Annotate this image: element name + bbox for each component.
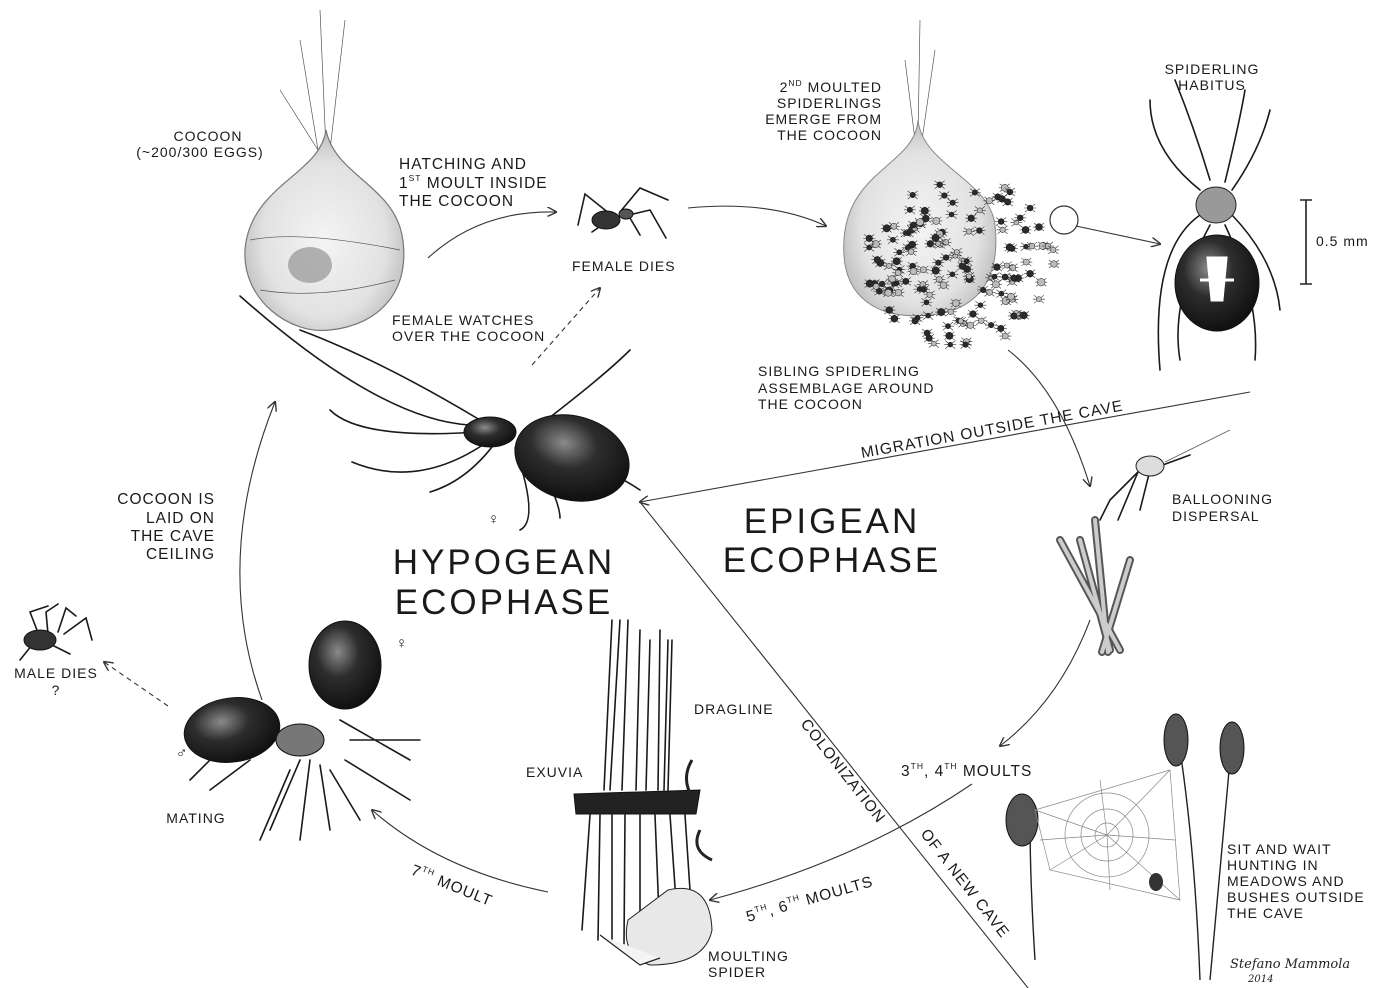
spiderling-mark [943, 332, 955, 340]
spiderling-mark [995, 218, 1007, 226]
label-colonization-1: COLONIZATION [797, 716, 889, 827]
label-cocoon-eggs: (~200/300 EGGS) [136, 144, 263, 160]
spiderling-mark [1035, 278, 1047, 286]
label-sit-wait-4: BUSHES OUTSIDE [1227, 889, 1365, 905]
arrow-migration [640, 392, 1250, 502]
label-emerge-3: EMERGE FROM [765, 111, 882, 127]
spiderling-mark [1033, 223, 1045, 231]
mating-spiders-illustration [180, 621, 420, 840]
spiderling-mark [942, 322, 954, 330]
label-exuvia: EXUVIA [526, 764, 583, 780]
arrow-male-dies [104, 662, 168, 706]
label-cocoon-laid-3: THE CAVE [131, 528, 215, 545]
spiderling-mark [1024, 270, 1036, 278]
label-ballooning-2: DISPERSAL [1172, 508, 1260, 524]
female-symbol-mating: ♀ [396, 635, 409, 652]
label-hypogean-1: HYPOGEAN [393, 543, 615, 582]
spiderling-mark [974, 301, 986, 309]
label-moults-34: 3TH, 4TH MOULTS [901, 761, 1032, 780]
signature-name: Stefano Mammola [1230, 957, 1350, 972]
label-hatching-2: 1ST MOULT INSIDE [399, 173, 548, 192]
label-male-dies-q: ? [52, 682, 61, 698]
arrow-to-cocoon-laid [240, 402, 275, 700]
hatchling-spider [578, 188, 668, 238]
cocoon-illustration [245, 10, 404, 330]
female-symbol-top: ♀ [488, 511, 501, 528]
label-emerge-2: SPIDERLINGS [777, 95, 882, 111]
spiderling-mark [1026, 242, 1038, 250]
label-sit-wait-5: THE CAVE [1227, 905, 1304, 921]
label-sibling-1: SIBLING SPIDERLING [758, 363, 920, 379]
label-hatching-1: HATCHING AND [399, 156, 527, 173]
label-habitus-2: HABITUS [1178, 77, 1246, 93]
label-cocoon-laid-1: COCOON IS [117, 491, 215, 508]
label-cocoon-laid-4: CEILING [146, 546, 215, 563]
dead-male-spider [20, 604, 92, 660]
spiderling-mark [995, 324, 1007, 332]
label-emerge-4: THE COCOON [777, 127, 882, 143]
spiderling-cocoon [844, 20, 1078, 349]
label-dragline: DRAGLINE [694, 701, 774, 717]
spiderling-mark [1048, 260, 1060, 268]
male-body [180, 692, 284, 769]
label-cocoon: COCOON [174, 128, 243, 144]
label-mating: MATING [166, 810, 225, 826]
moulting-spider-illustration [574, 620, 712, 965]
label-migration: MIGRATION OUTSIDE THE CAVE [860, 398, 1125, 462]
label-sit-wait-1: SIT AND WAIT [1227, 841, 1332, 857]
labels: COCOON (~200/300 EGGS) HATCHING AND 1ST … [14, 61, 1369, 985]
label-female-watches-2: OVER THE COCOON [392, 328, 545, 344]
label-hypogean-2: ECOPHASE [395, 583, 614, 622]
spiderling-mark [944, 341, 956, 349]
arrow-cocoon-to-hatching [428, 212, 556, 258]
spiderling-mark [1020, 226, 1032, 234]
label-epigean-1: EPIGEAN [744, 502, 921, 541]
label-habitus-1: SPIDERLING [1165, 61, 1260, 77]
spiderling-mark [990, 280, 1002, 288]
spiderling-habitus [1150, 80, 1280, 370]
spiderling-mark [999, 332, 1011, 340]
label-colonization-2: OF A NEW CAVE [917, 826, 1012, 942]
label-sit-wait-2: HUNTING IN [1227, 857, 1319, 873]
male-symbol: ♂ [176, 745, 189, 762]
label-moults-56: 5TH, 6TH MOULTS [744, 871, 875, 925]
label-scale: 0.5 mm [1316, 233, 1369, 249]
ballooning-illustration [1060, 430, 1230, 652]
meadow-web-illustration [1006, 714, 1244, 980]
arrow-hatching-to-emerge [688, 206, 826, 226]
label-female-watches-1: FEMALE WATCHES [392, 312, 534, 328]
spiderling-mark [1020, 258, 1032, 266]
label-male-dies: MALE DIES [14, 665, 98, 681]
label-cocoon-laid-2: LAID ON [146, 510, 215, 527]
spiderling-mark [1024, 204, 1036, 212]
label-moult-7: 7TH MOULT [409, 860, 496, 910]
label-epigean-2: ECOPHASE [723, 541, 942, 580]
label-emerge-1: 2ND MOULTED [780, 78, 882, 95]
spiderling-mark [975, 317, 987, 325]
label-sibling-3: THE COCOON [758, 396, 863, 412]
label-moulting-2: SPIDER [708, 964, 766, 980]
arrow-female-dies [532, 288, 600, 365]
label-female-dies: FEMALE DIES [572, 258, 676, 274]
female-abdomen [505, 402, 639, 513]
cycle-arrows [104, 206, 1250, 988]
arrow-to-habitus [1076, 226, 1160, 244]
label-sit-wait-3: MEADOWS AND [1227, 873, 1345, 889]
spiderling-mark [985, 321, 997, 329]
cocoon-sac [245, 130, 404, 330]
arrow-to-moults34 [1000, 620, 1090, 746]
label-sibling-2: ASSEMBLAGE AROUND [758, 380, 935, 396]
label-hatching-3: THE COCOON [399, 193, 514, 210]
spiderling-mark [967, 310, 979, 318]
spiderling-mark [888, 315, 900, 323]
spiderling-mark [997, 226, 1009, 234]
scale-bar [1300, 200, 1312, 284]
label-moulting-1: MOULTING [708, 948, 789, 964]
spiderling-mark [1033, 295, 1045, 303]
signature-year: 2014 [1247, 974, 1273, 985]
mating-female-abdomen [309, 621, 381, 709]
label-ballooning-1: BALLOONING [1172, 491, 1273, 507]
